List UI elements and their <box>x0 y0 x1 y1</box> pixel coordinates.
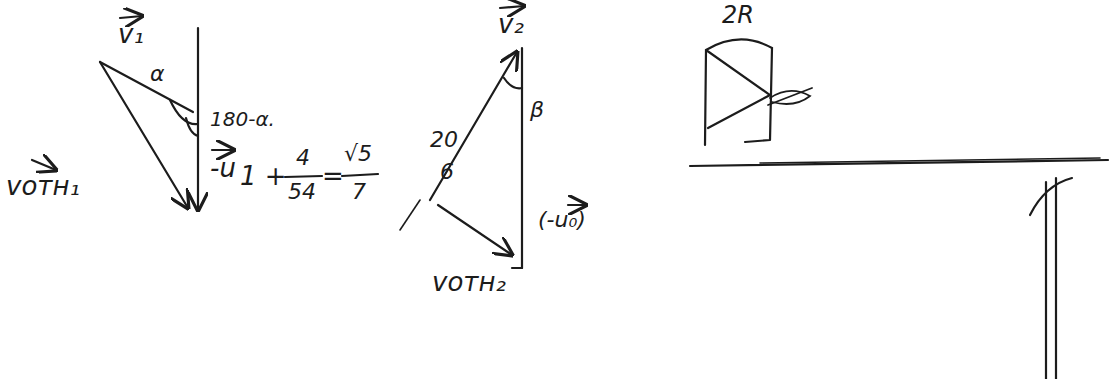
angle-arc <box>504 78 522 88</box>
angle-label: β <box>530 98 544 122</box>
number-note: 20 <box>430 128 458 152</box>
angle-label: α <box>150 62 165 86</box>
equation-part: 4 <box>296 146 310 170</box>
scribble <box>400 200 420 230</box>
number-note: 6 <box>440 160 454 184</box>
tick <box>512 267 522 269</box>
equation-part: = <box>322 162 344 191</box>
v2-vector <box>430 52 517 200</box>
vector-label: vотн₂ <box>432 268 506 297</box>
v-rel1-vector <box>100 62 188 208</box>
scribble-figure <box>705 39 772 145</box>
equation-part: √5 <box>344 142 372 166</box>
vector-mark <box>212 149 234 151</box>
vector-mark <box>120 16 142 18</box>
vector-label: v₂ <box>498 10 524 39</box>
equation-part: 1 + <box>240 162 287 191</box>
angle-note: 180-α. <box>210 108 275 130</box>
divider-line <box>1055 178 1057 379</box>
vector-mark <box>500 6 524 8</box>
equation-part: 7 <box>352 180 366 204</box>
scribble <box>1030 178 1072 215</box>
fraction-bar <box>342 174 378 176</box>
divider-line <box>1045 182 1047 379</box>
angle-arc <box>170 100 198 124</box>
vector-label: -u <box>210 154 236 183</box>
vector-label: vотн₁ <box>6 172 80 201</box>
minus-u0-vector <box>521 48 523 268</box>
separator-line <box>760 158 1100 163</box>
vector-mark <box>32 160 56 170</box>
strike <box>768 88 812 105</box>
vector-mark <box>568 204 586 206</box>
angle-arc <box>186 118 198 136</box>
v-rel2-vector <box>438 205 512 255</box>
minus-u-vector <box>197 28 199 210</box>
vector-label: (-u₀) <box>538 208 586 232</box>
fraction-bar <box>285 176 322 177</box>
scribble-note: 2R <box>722 2 754 28</box>
vector-label: v₁ <box>118 20 144 49</box>
equation-part: 54 <box>288 180 316 204</box>
